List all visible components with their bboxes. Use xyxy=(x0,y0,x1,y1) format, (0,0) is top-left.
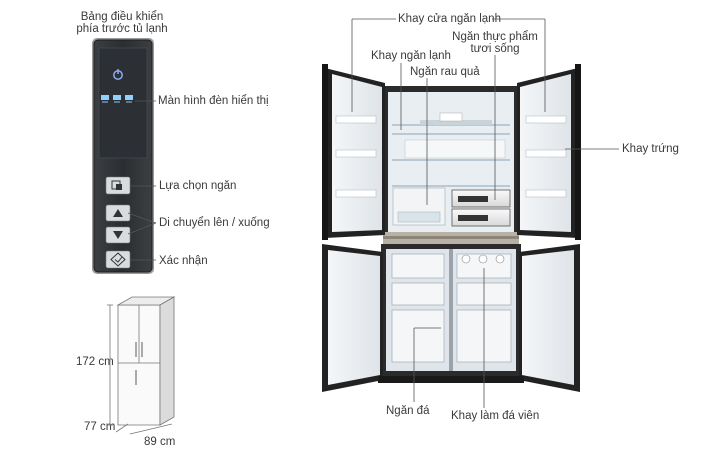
panel-leader-lines xyxy=(127,100,157,261)
indicator-lights xyxy=(101,95,133,103)
label-vegetable: Ngăn rau quả xyxy=(410,66,480,78)
label-select: Lựa chọn ngăn xyxy=(159,180,237,192)
down-button[interactable] xyxy=(105,226,131,244)
label-fresh-food-line2: tươi sống xyxy=(470,43,520,55)
label-ice-maker-tray: Khay làm đá viên xyxy=(451,410,540,422)
label-egg-tray: Khay trứng xyxy=(622,143,679,155)
label-confirm: Xác nhận xyxy=(159,255,208,267)
dim-width-label: 89 cm xyxy=(144,436,176,448)
panel-title-line1: Bảng điều khiển xyxy=(80,11,164,23)
select-compartment-button[interactable] xyxy=(105,176,131,195)
confirm-button[interactable] xyxy=(105,250,131,269)
panel-title-line2: phía trước tủ lạnh xyxy=(76,23,168,35)
power-icon xyxy=(113,69,123,80)
refrigerator xyxy=(322,64,581,392)
control-panel xyxy=(92,38,154,274)
dimension-sketch xyxy=(107,296,176,435)
label-move: Di chuyển lên / xuống xyxy=(159,217,270,229)
dim-height-label: 172 cm xyxy=(76,356,114,368)
label-door-tray: Khay cửa ngăn lạnh xyxy=(398,13,501,25)
label-ice-compartment: Ngăn đá xyxy=(386,405,430,417)
up-button[interactable] xyxy=(105,204,131,222)
label-display: Màn hình đèn hiển thị xyxy=(158,95,269,107)
dim-depth-label: 77 cm xyxy=(84,421,116,433)
label-fridge-tray: Khay ngăn lạnh xyxy=(371,50,451,62)
label-fresh-food-line1: Ngăn thực phẩm xyxy=(452,31,538,43)
fridge-leader-lines xyxy=(351,18,619,408)
